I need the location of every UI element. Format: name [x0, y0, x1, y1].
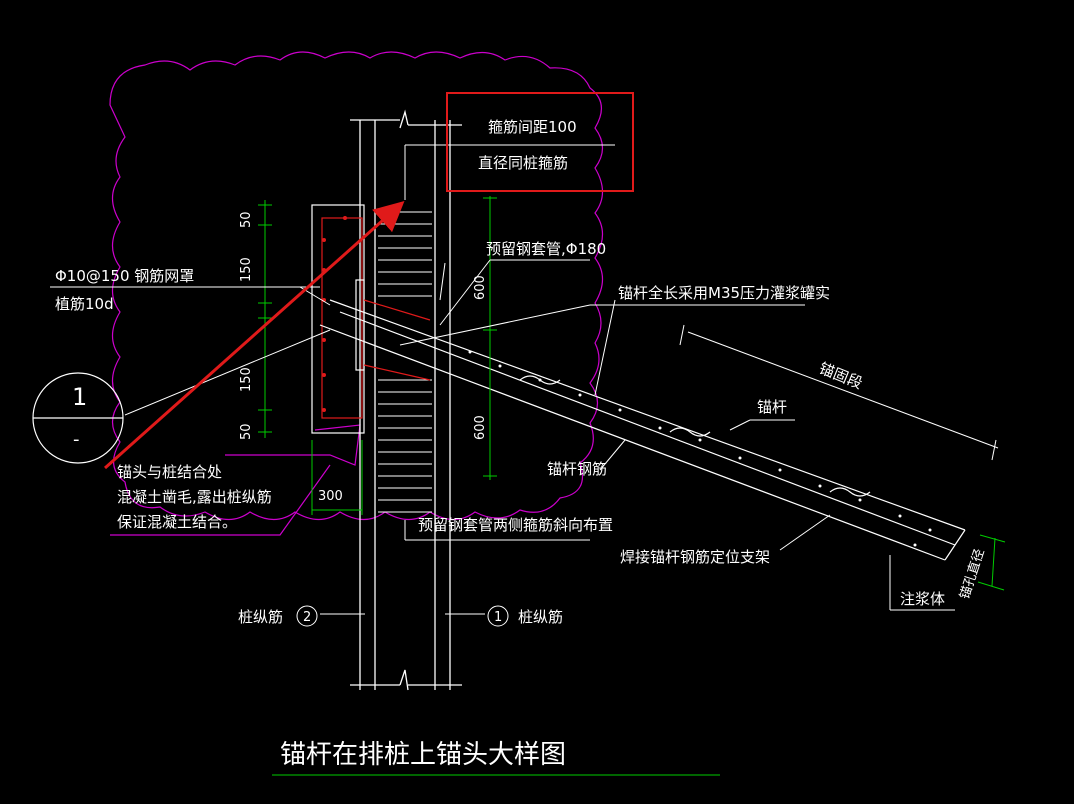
anchorage-label: 锚固段: [817, 359, 865, 393]
plant-bar-label: 植筋10d: [55, 295, 114, 313]
dim-600-top: 600: [473, 275, 488, 300]
pile-bar-right-label: 桩纵筋: [518, 608, 563, 626]
revision-cloud: [109, 51, 604, 521]
anchorage-dimension: [679, 324, 999, 461]
grout-label: 锚杆全长采用M35压力灌浆罐实: [618, 284, 830, 302]
section-outline: [110, 424, 361, 536]
box-note-1: 箍筋间距100: [488, 118, 577, 136]
dimension-300: [311, 440, 363, 515]
pile-bar-marker-left: [296, 605, 318, 627]
leaders: [50, 259, 955, 615]
highlight-arrow: [104, 201, 405, 470]
dimensions-right: [483, 196, 497, 480]
dim-150-top: 150: [239, 257, 254, 282]
anchor-head-block: [311, 204, 431, 434]
section-sub: -: [73, 429, 80, 450]
dim-50-top: 50: [239, 211, 254, 228]
section-bubble: [32, 372, 124, 464]
dimension-hole: [977, 534, 1006, 591]
box-note-2: 直径同桩箍筋: [478, 154, 568, 172]
pile-bar-left-number: 2: [303, 610, 311, 625]
dim-150-bot: 150: [239, 367, 254, 392]
drawing-title: 锚杆在排桩上锚头大样图: [280, 740, 566, 770]
joint-line-2: 混凝土凿毛,露出桩纵筋: [117, 488, 272, 506]
hole-dia-label: 锚孔直径: [958, 547, 988, 601]
pile-body: [350, 109, 462, 691]
dim-50-bot: 50: [239, 423, 254, 440]
grout-dots: [468, 350, 932, 547]
support-label: 焊接锚杆钢筋定位支架: [620, 548, 770, 566]
joint-line-3: 保证混凝土结合。: [117, 513, 237, 531]
dim-600-bot: 600: [473, 415, 488, 440]
grout-body-label: 注浆体: [900, 590, 945, 608]
pile-bar-marker-right: [487, 605, 509, 627]
joint-line-1: 锚头与桩结合处: [117, 463, 222, 481]
dim-300: 300: [318, 489, 343, 504]
head-dots: [322, 216, 347, 412]
highlight-box: [446, 92, 634, 192]
pile-bar-right-number: 1: [494, 610, 502, 625]
pile-bar-left-label: 桩纵筋: [238, 608, 283, 626]
anchor-body: [319, 299, 966, 561]
anchor-rebar-label: 锚杆钢筋: [547, 460, 607, 478]
section-number: 1: [72, 383, 87, 411]
stirrup-layout-label: 预留钢套管两侧箍筋斜向布置: [418, 516, 613, 534]
mesh-label: Φ10@150 钢筋网罩: [55, 267, 194, 285]
stirrup-lines: [378, 144, 615, 513]
dimensions-left: [258, 200, 272, 438]
sleeve-label: 预留钢套管,Φ180: [486, 240, 606, 258]
anchor-bar-label: 锚杆: [757, 398, 787, 416]
